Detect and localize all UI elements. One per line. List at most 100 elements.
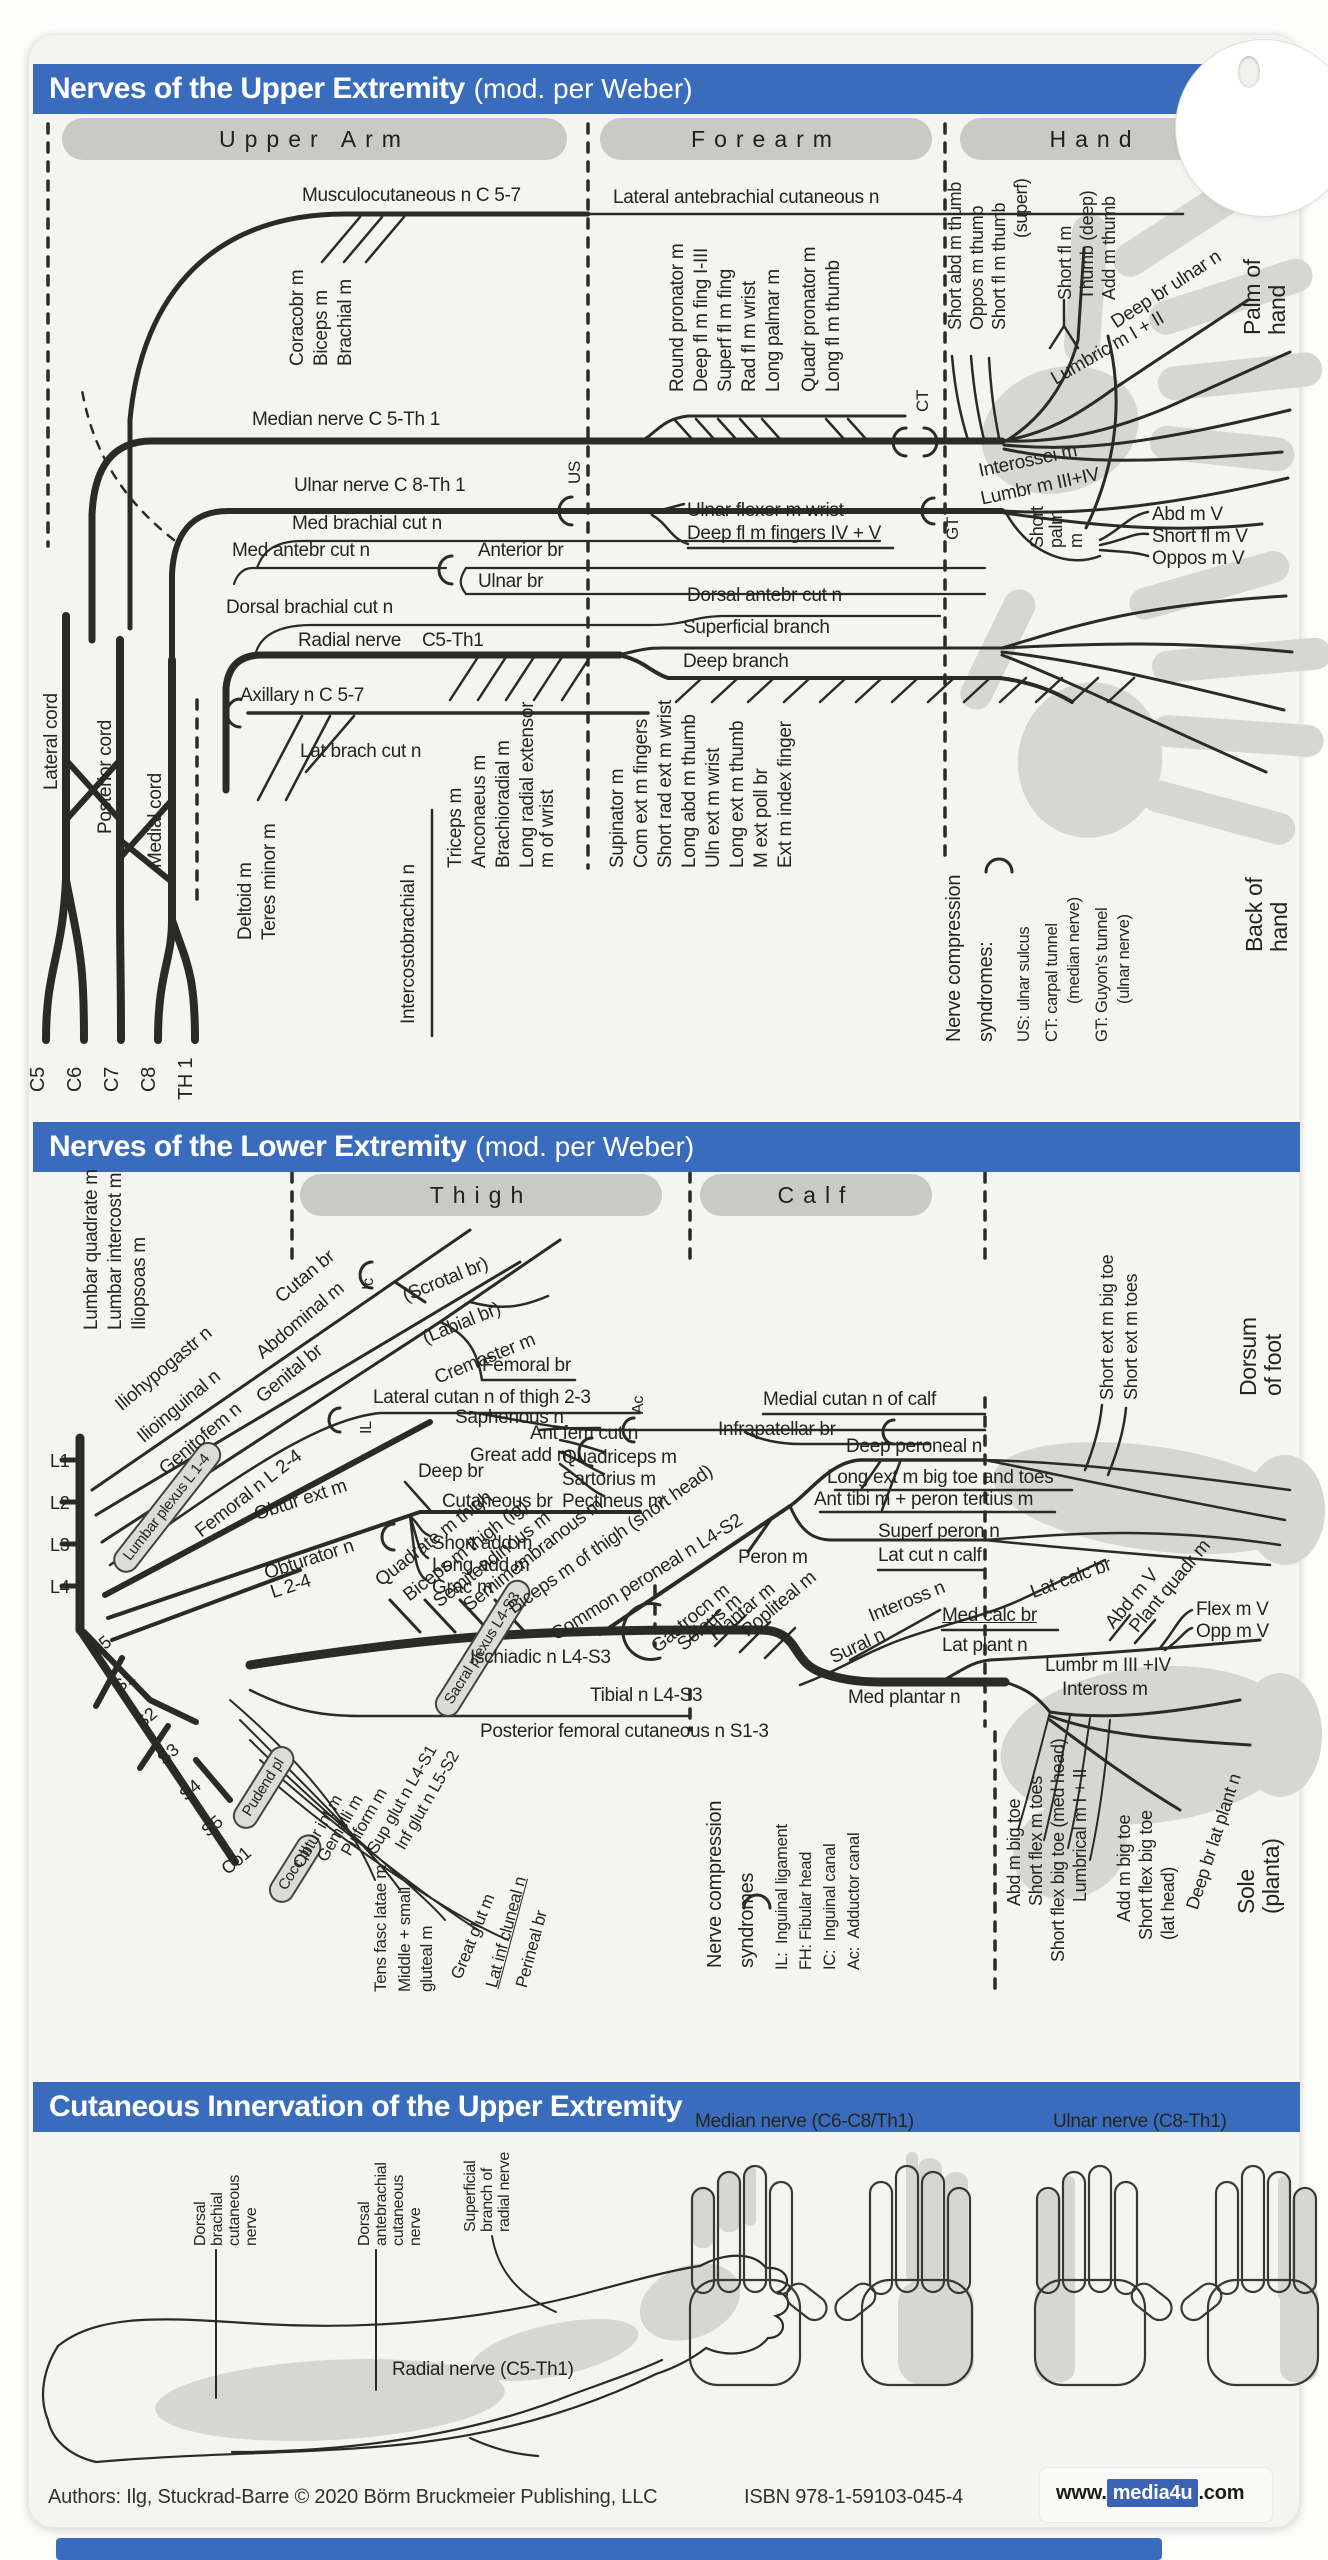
region-pill-upper-arm: Upper Arm (62, 118, 567, 160)
diagram-label: Short fl m V (1152, 526, 1248, 547)
diagram-label: CT: carpal tunnel (1043, 923, 1061, 1042)
diagram-label: Short fl m (1055, 225, 1075, 300)
diagram-label: Obturator n L 2-4 (261, 1535, 357, 1604)
diagram-label: C5 (27, 1067, 49, 1092)
diagram-label: Deep br (418, 1461, 484, 1482)
diagram-label: Medial cutan n of calf (763, 1389, 936, 1410)
diagram-label: GT (943, 516, 962, 540)
diagram-label: Triceps m (445, 788, 466, 868)
diagram-label: L3 (50, 1535, 70, 1555)
diagram-label: S1 (109, 1667, 139, 1697)
footer-url: www.media4u.com (1056, 2479, 1245, 2507)
diagram-label: Dorsal brachial cutaneous nerve (192, 2174, 261, 2246)
diagram-label: Dorsal antebr cut n (687, 585, 842, 606)
diagram-label: Nerve compression (704, 1800, 726, 1968)
diagram-label: Ulnar nerve C 8-Th 1 (294, 475, 466, 496)
diagram-label: Back of hand (1241, 877, 1292, 952)
diagram-label: (lat head) (1158, 1866, 1178, 1940)
diagram-label: Med brachial cut n (292, 513, 442, 534)
diagram-label: gluteal m (417, 1925, 436, 1992)
diagram-label: Thumb (deep) (1077, 190, 1097, 300)
footer-authors: Authors: Ilg, Stuckrad-Barre © 2020 Börm… (48, 2486, 658, 2508)
diagram-label: Iliopsoas m (129, 1237, 150, 1330)
diagram-label: Femoral br (482, 1355, 571, 1376)
diagram-label: Short flex big toe (1136, 1810, 1156, 1940)
diagram-label: Long abd m thumb (679, 714, 700, 868)
diagram-label: Dorsum of foot (1235, 1317, 1286, 1396)
punch-hole (1238, 56, 1260, 88)
section-title: Nerves of the Upper Extremity (49, 72, 465, 105)
diagram-label: Inteross n (865, 1576, 949, 1627)
diagram-label: IL (358, 1421, 375, 1434)
url-tld: .com (1198, 2482, 1245, 2504)
diagram-label: C5-Th1 (422, 630, 484, 651)
diagram-label: Superf fl m fing (715, 269, 736, 392)
diagram-label: Lumbr m III +IV (1045, 1655, 1171, 1676)
diagram-label: Lat brach cut n (300, 741, 422, 762)
diagram-label: Superficial branch of radial nerve (462, 2151, 514, 2232)
diagram-label: IL: Inguinal ligament (773, 1824, 791, 1970)
diagram-label: Oppos m V (1152, 548, 1245, 569)
diagram-label: Flex m V (1196, 1599, 1269, 1620)
diagram-label: Long ext m big toe and toes (827, 1467, 1054, 1488)
diagram-label: Short ext m big toe (1097, 1254, 1117, 1400)
diagram-label: Lat plant n (942, 1635, 1028, 1656)
diagram-label: Lumbar quadrate m (81, 1169, 102, 1330)
diagram-label: Supinator m (607, 768, 628, 868)
diagram-label: Lumbrical m I + II (1070, 1768, 1090, 1902)
region-pill-calf: Calf (700, 1174, 932, 1216)
diagram-label: Deep fl m fing I-III (691, 248, 712, 392)
diagram-label: Co1 (217, 1842, 255, 1879)
diagram-label: L1 (50, 1451, 70, 1471)
url-www: www. (1056, 2482, 1107, 2504)
diagram-label: Short flex m toes (1026, 1776, 1046, 1906)
diagram-label: Tens fasc latae m (371, 1864, 390, 1992)
diagram-label: Ant tibi m + peron tertius m (814, 1489, 1034, 1510)
diagram-label: Ulnar flexor m wrist (687, 500, 844, 521)
diagram-label: Palm of hand (1239, 259, 1290, 335)
diagram-label: Dorsal brachial cut n (226, 597, 393, 618)
section-title: Cutaneous Innervation of the Upper Extre… (49, 2090, 683, 2123)
diagram-label: Ac (630, 1395, 647, 1414)
diagram-label: Posterior femoral cutaneous n S1-3 (480, 1721, 769, 1742)
diagram-label: Intercostobrachial n (398, 864, 419, 1024)
diagram-label: (ulnar nerve) (1115, 914, 1133, 1004)
diagram-label: Biceps m (311, 290, 332, 366)
url-domain: media4u (1106, 2479, 1199, 2507)
pudendal-plexus-pill: Pudend pl (228, 1741, 300, 1834)
diagram-label: IC: Inguinal canal (821, 1843, 839, 1970)
section-header-upper: Nerves of the Upper Extremity (mod. per … (33, 64, 1300, 114)
diagram-label: Long ext m thumb (727, 720, 748, 868)
diagram-label: US: ulnar sulcus (1015, 926, 1033, 1042)
diagram-label: Nerve compression (943, 874, 965, 1042)
diagram-label: Rad fl m wrist (739, 281, 760, 392)
diagram-label: Lumbar intercost m (105, 1172, 126, 1330)
diagram-label: Posterior cord (95, 719, 116, 834)
diagram-label: Radial nerve (298, 630, 402, 651)
diagram-label: Great add m (470, 1445, 573, 1466)
diagram-label: Med calc br (942, 1605, 1037, 1626)
diagram-label: Lateral cord (41, 693, 62, 790)
region-pill-forearm: Forearm (600, 118, 932, 160)
diagram-label: Middle + small (395, 1887, 414, 1992)
diagram-label: Sole (planta) (1233, 1838, 1284, 1914)
diagram-label: Short palm m (1027, 506, 1086, 548)
diagram-label: Long radial extensor m of wrist (517, 701, 559, 868)
diagram-label: Musculocutaneous n C 5-7 (302, 185, 521, 206)
diagram-label: Med plantar n (848, 1687, 961, 1708)
diagram-label: Teres minor m (259, 823, 280, 940)
diagram-label: Lateral antebrachial cutaneous n (613, 187, 880, 208)
diagram-label: Coracobr m (287, 269, 308, 366)
diagram-label: Round pronator m (667, 243, 688, 392)
diagram-label: L4 (50, 1577, 70, 1597)
diagram-label: Oppos m thumb (967, 205, 987, 330)
diagram-label: Deltoid m (235, 862, 256, 940)
diagram-label: (superf) (1011, 178, 1031, 238)
diagram-label: Long palmar m (763, 269, 784, 392)
diagram-label: Anterior br (478, 540, 564, 561)
diagram-label: Ischiadic n L4-S3 (470, 1647, 611, 1668)
diagram-label: GT: Guyon's tunnel (1093, 907, 1111, 1042)
diagram-label: Short ext m toes (1121, 1273, 1141, 1400)
diagram-label: Abd m big toe (1004, 1798, 1024, 1906)
